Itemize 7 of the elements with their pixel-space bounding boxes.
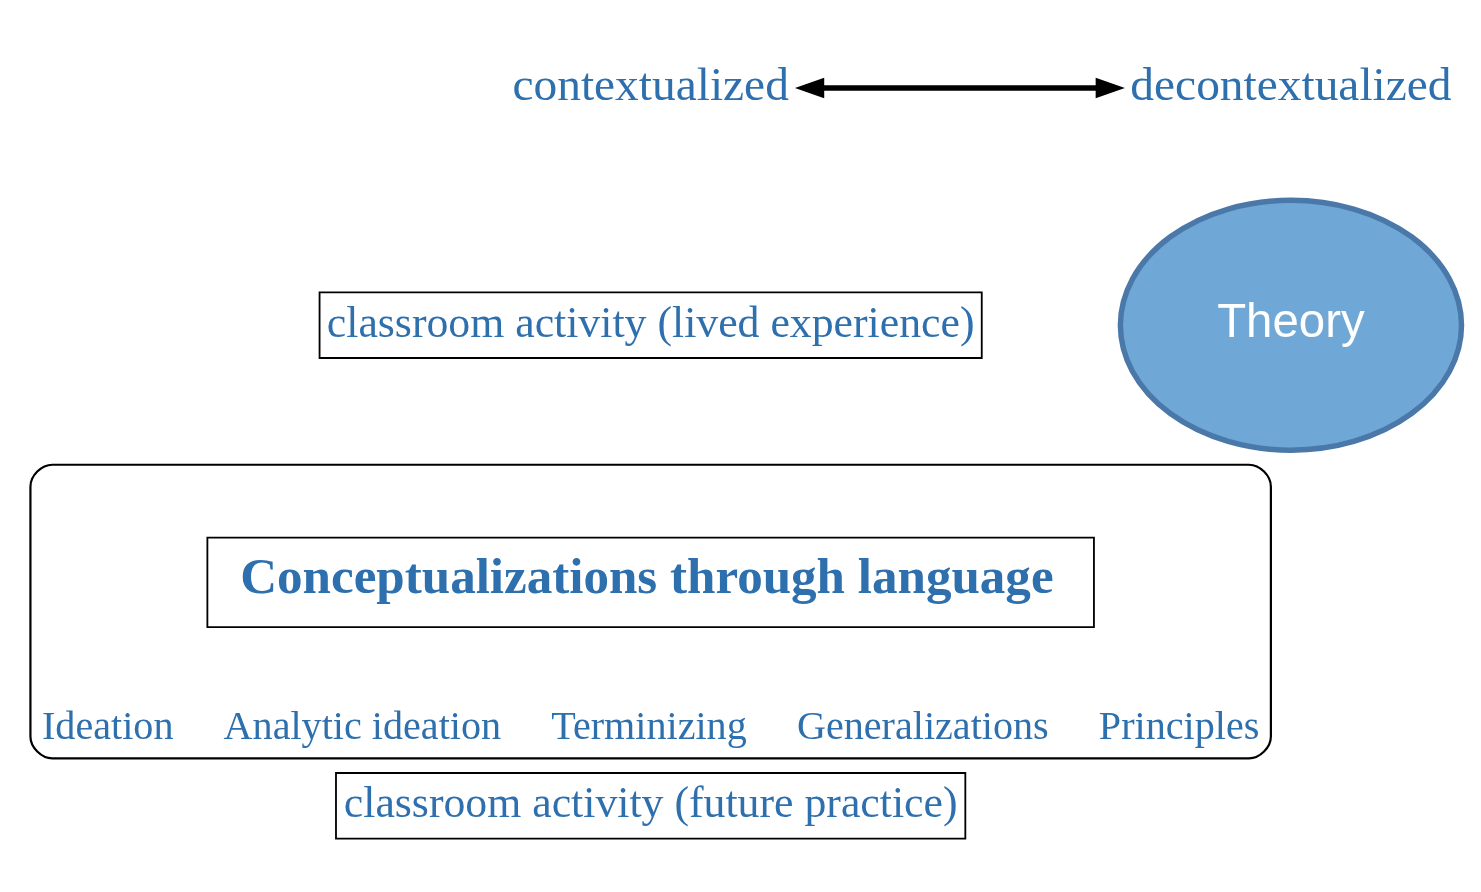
node-text: decontextualized — [1130, 57, 1452, 110]
node-ellipse: Theory — [1117, 197, 1465, 453]
node-box: classroom activity (lived experience) — [318, 290, 983, 359]
arrow — [794, 77, 1125, 98]
node-box: classroom activity (future practice) — [335, 771, 967, 840]
node-text: contextualized — [512, 57, 789, 110]
node-box: Conceptualizations through language — [206, 536, 1095, 628]
